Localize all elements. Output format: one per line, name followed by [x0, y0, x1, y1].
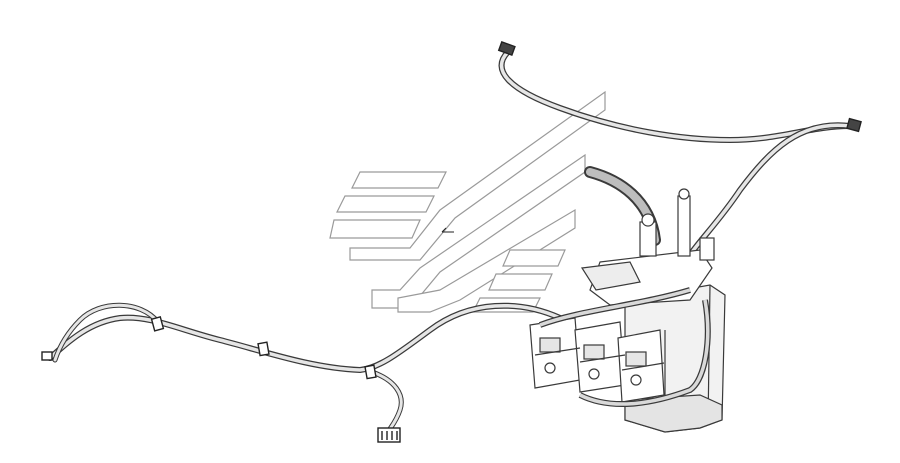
- watermark-chevron-3: [397, 208, 576, 313]
- valve-blocks: [529, 317, 665, 403]
- watermark-stripe-4: [502, 249, 566, 267]
- clip-1: [150, 316, 165, 332]
- connector-bottom: [377, 427, 401, 443]
- connector-top-left: [497, 40, 516, 56]
- clip-2: [257, 341, 270, 357]
- harness-clips: [150, 316, 377, 380]
- harness-left-branch: [47, 302, 563, 373]
- watermark-stripe-5: [488, 273, 553, 291]
- watermark-chevron-1: [349, 90, 606, 261]
- connector-top-right: [846, 117, 862, 133]
- watermark-stripe-1: [351, 171, 447, 189]
- connector-left-end: [41, 351, 53, 361]
- watermark-logo: [329, 90, 606, 313]
- harness-right-branch: [687, 122, 853, 258]
- end-connectors: [41, 40, 862, 443]
- module-assembly: [529, 188, 726, 433]
- watermark-stripe-3: [329, 219, 421, 239]
- watermark-stripe-2: [336, 195, 435, 213]
- pointer-mark: [441, 227, 454, 233]
- harness-top-branch: [498, 49, 853, 143]
- harness-branches: [47, 49, 853, 435]
- harness-drop-branch: [369, 369, 404, 435]
- clip-3: [364, 364, 377, 380]
- valve-block-1: [529, 317, 581, 389]
